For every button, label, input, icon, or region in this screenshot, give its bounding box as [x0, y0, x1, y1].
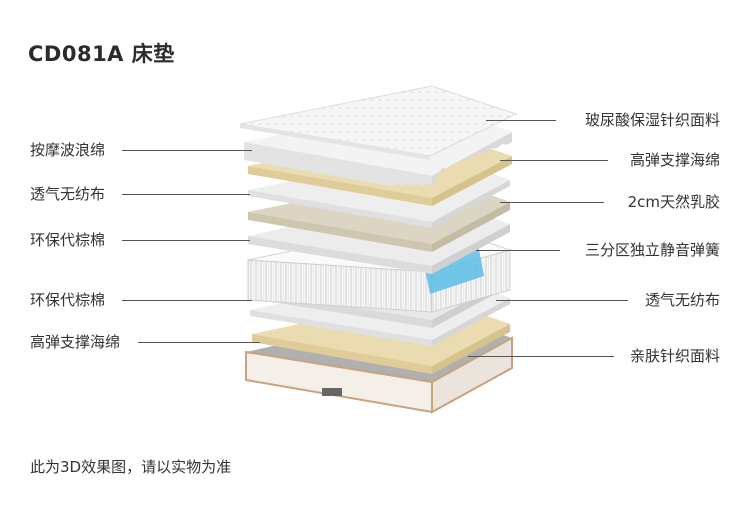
label-nonwoven-right: 透气无纺布: [644, 291, 720, 309]
leader-line: [500, 202, 604, 203]
label-top-knit: 玻尿酸保湿针织面料: [584, 111, 720, 129]
leader-line: [486, 120, 556, 121]
leader-line: [122, 150, 252, 151]
layer-top-knit: [239, 85, 518, 160]
leader-line: [138, 342, 260, 343]
label-eco-palm-lower: 环保代棕棉: [30, 291, 106, 309]
label-eco-palm-upper: 环保代棕棉: [30, 231, 106, 249]
label-nonwoven-left: 透气无纺布: [30, 185, 106, 203]
leader-line: [122, 194, 250, 195]
leader-line: [496, 300, 628, 301]
leader-line: [122, 240, 250, 241]
leader-line: [500, 160, 608, 161]
leader-line: [122, 300, 252, 301]
disclaimer-note: 此为3D效果图，请以实物为准: [30, 458, 232, 476]
label-pocket-springs: 三分区独立静音弹簧: [584, 241, 720, 259]
label-foam-upper: 高弹支撑海绵: [629, 151, 720, 169]
label-wave-foam: 按摩波浪绵: [30, 141, 106, 159]
label-foam-lower: 高弹支撑海绵: [30, 333, 121, 351]
leader-line: [476, 250, 560, 251]
page-title: CD081A 床垫: [28, 42, 175, 66]
leader-line: [468, 356, 614, 357]
label-skin-knit: 亲肤针织面料: [629, 347, 720, 365]
label-latex: 2cm天然乳胶: [627, 193, 720, 211]
